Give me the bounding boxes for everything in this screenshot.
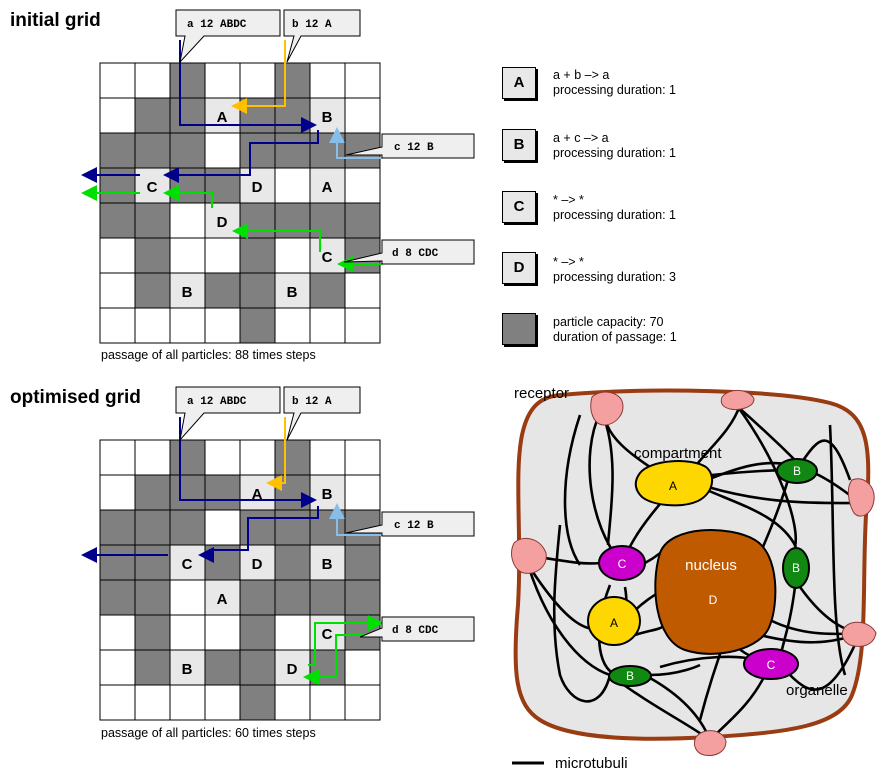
initial-route-d xyxy=(81,185,382,272)
svg-text:d 8 CDC: d 8 CDC xyxy=(392,248,439,260)
organelle-b xyxy=(776,458,818,484)
svg-text:b 12 A: b 12 A xyxy=(292,396,332,408)
svg-text:A: A xyxy=(669,479,677,493)
receptors xyxy=(511,390,877,756)
organelle-b xyxy=(782,547,810,589)
initial-grid-diagram: A B C D A D C B B a 12 ABDC b 12 A c 12 … xyxy=(81,9,475,344)
svg-text:C: C xyxy=(618,557,627,571)
legend-key-a: A xyxy=(502,67,536,99)
svg-text:B: B xyxy=(792,561,800,575)
receptor-icon xyxy=(590,391,624,426)
legend-key-d: D xyxy=(502,252,536,284)
initial-route-c xyxy=(329,127,382,159)
legend-text-b: a + c –> a processing duration: 1 xyxy=(553,131,676,160)
receptor-icon xyxy=(847,478,875,517)
optimised-grid-title: optimised grid xyxy=(10,387,141,408)
initial-processor-label: C xyxy=(322,249,333,266)
optimised-callout-a: a 12 ABDC xyxy=(175,386,281,442)
optimised-grid-diagram: A B C D B A C B D a 12 ABDC b 12 A c 12 … xyxy=(81,386,475,721)
svg-text:B: B xyxy=(626,669,634,683)
optimised-grid-cells xyxy=(99,439,381,721)
receptor-icon xyxy=(841,621,877,647)
compartment-label: compartment xyxy=(634,445,722,462)
initial-processor-label: B xyxy=(287,284,298,301)
optimised-callout-b: b 12 A xyxy=(283,386,361,441)
optimised-processor-label: B xyxy=(182,661,193,678)
optimised-route-d xyxy=(303,615,384,685)
optimised-processor-label: A xyxy=(217,591,228,608)
cell-diagram: nucleus D A A B B B C C receptor compart… xyxy=(511,385,877,772)
legend-text-a: a + b –> a processing duration: 1 xyxy=(553,68,676,97)
compartment-a xyxy=(587,596,641,646)
legend-text-capacity: particle capacity: 70 duration of passag… xyxy=(553,315,677,344)
svg-text:b 12 A: b 12 A xyxy=(292,19,332,31)
optimised-processor-label: D xyxy=(287,661,298,678)
svg-text:d 8 CDC: d 8 CDC xyxy=(392,625,439,637)
microtubuli-label: microtubuli xyxy=(555,755,628,772)
organelle-label: organelle xyxy=(786,682,848,699)
initial-callout-b: b 12 A xyxy=(283,9,361,63)
svg-text:B: B xyxy=(793,464,801,478)
initial-callout-d: d 8 CDC xyxy=(343,239,475,265)
optimised-route-a xyxy=(81,417,319,563)
svg-text:a 12 ABDC: a 12 ABDC xyxy=(187,19,247,31)
optimised-processor-label: B xyxy=(322,556,333,573)
optimised-processor-label: C xyxy=(182,556,193,573)
initial-processor-label: C xyxy=(147,179,158,196)
initial-callout-c: c 12 B xyxy=(345,133,475,159)
optimised-processor-label: D xyxy=(252,556,263,573)
initial-processor-label: A xyxy=(217,109,228,126)
legend-text-d: * –> * processing duration: 3 xyxy=(553,255,676,284)
initial-processor-label: B xyxy=(322,109,333,126)
initial-processor-label: B xyxy=(182,284,193,301)
initial-grid-caption: passage of all particles: 88 times steps xyxy=(101,348,316,362)
nucleus-letter: D xyxy=(709,593,718,607)
legend-key-capacity xyxy=(502,313,536,345)
initial-processor-label: D xyxy=(217,214,228,231)
svg-text:A: A xyxy=(610,616,618,630)
receptor-label: receptor xyxy=(514,385,569,402)
nucleus-label: nucleus xyxy=(685,557,737,574)
legend-key-c: C xyxy=(502,191,536,223)
legend-text-c: * –> * processing duration: 1 xyxy=(553,193,676,222)
optimised-processor-label: C xyxy=(322,626,333,643)
initial-route-a xyxy=(81,40,319,183)
nucleus xyxy=(654,529,777,655)
compartment-a xyxy=(634,460,714,507)
initial-grid-title: initial grid xyxy=(10,10,101,31)
optimised-processor-label: A xyxy=(252,486,263,503)
initial-grid-cells xyxy=(99,62,381,344)
receptor-icon xyxy=(720,390,755,410)
initial-processor-label: D xyxy=(252,179,263,196)
svg-text:c 12 B: c 12 B xyxy=(394,520,434,532)
legend-key-b: B xyxy=(502,129,536,161)
optimised-processor-label: B xyxy=(322,486,333,503)
receptor-icon xyxy=(693,730,727,756)
optimised-route-b xyxy=(266,417,286,491)
organelle-b xyxy=(608,665,652,687)
initial-callout-a: a 12 ABDC xyxy=(175,9,281,64)
optimised-route-c xyxy=(329,503,382,536)
organelle-c xyxy=(743,648,799,680)
svg-text:c 12 B: c 12 B xyxy=(394,142,434,154)
svg-text:C: C xyxy=(767,658,776,672)
receptor-icon xyxy=(511,537,547,574)
optimised-callout-d: d 8 CDC xyxy=(359,616,475,642)
svg-text:a 12 ABDC: a 12 ABDC xyxy=(187,396,247,408)
optimised-grid-caption: passage of all particles: 60 times steps xyxy=(101,726,316,740)
initial-processor-label: A xyxy=(322,179,333,196)
initial-route-b xyxy=(231,40,286,114)
organelle-c xyxy=(598,545,646,581)
optimised-callout-c: c 12 B xyxy=(345,511,475,537)
